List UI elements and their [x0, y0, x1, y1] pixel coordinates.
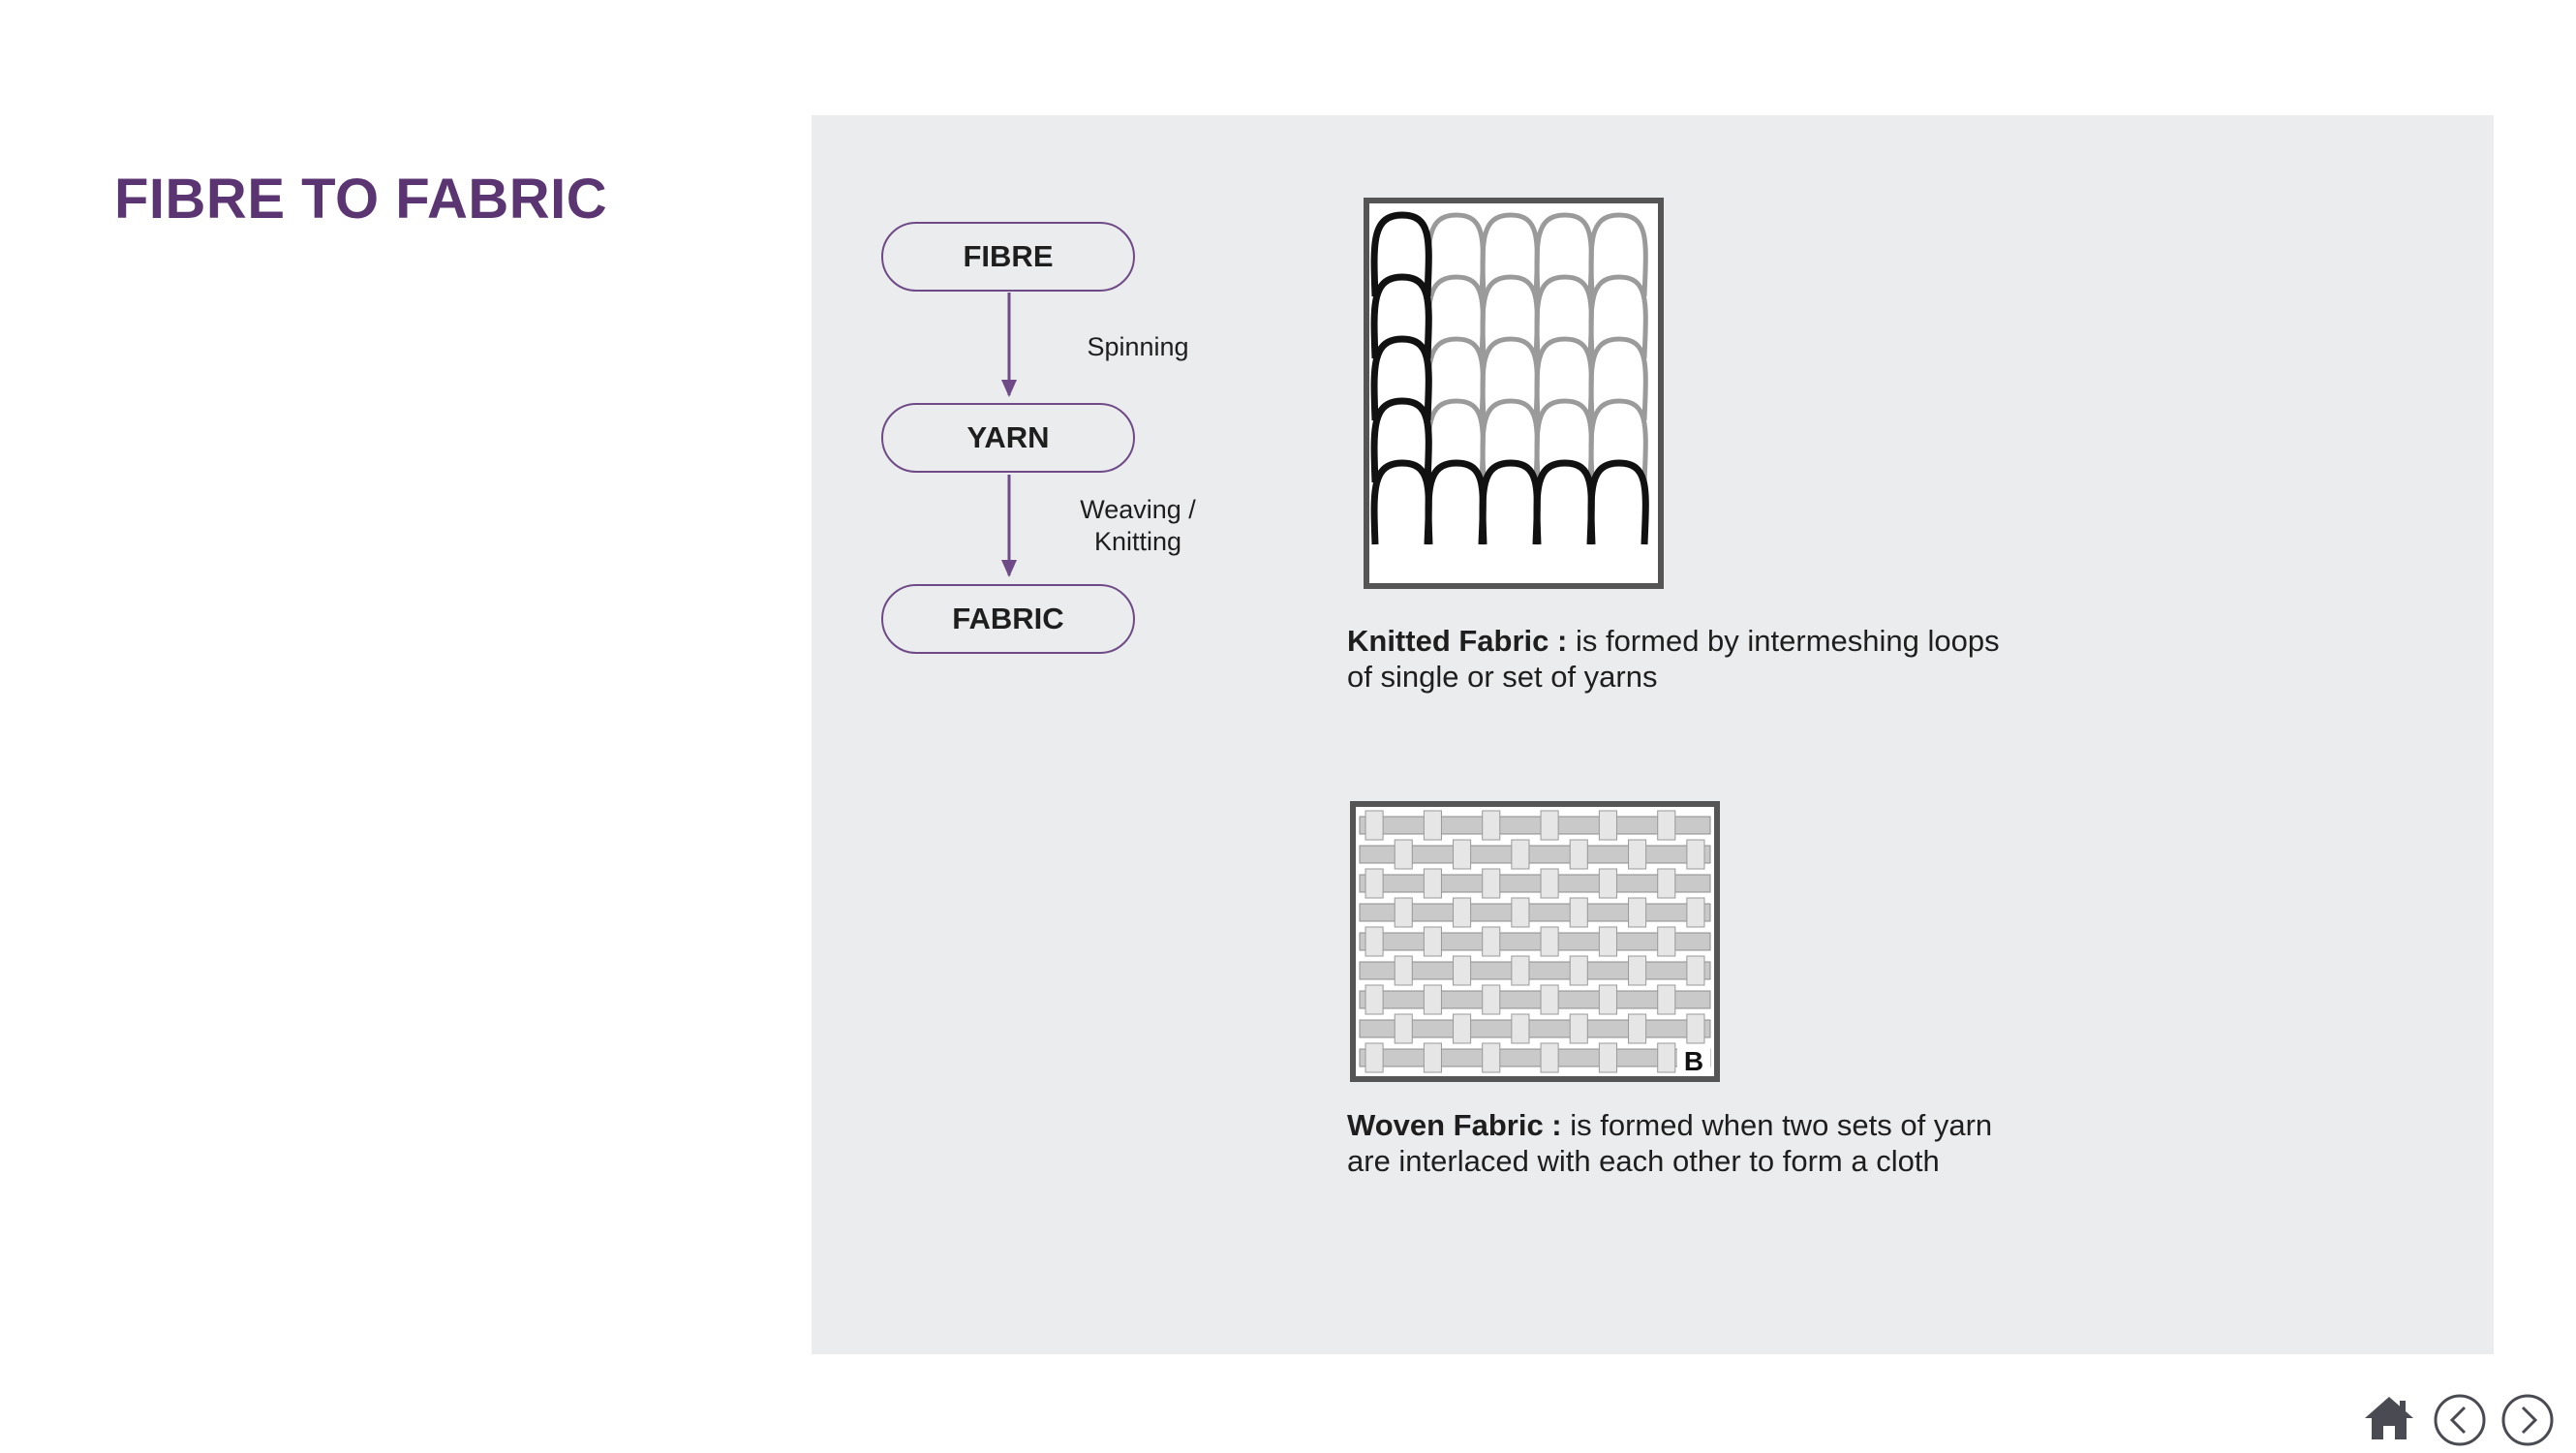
- warp-thread: [1394, 1013, 1413, 1044]
- warp-thread: [1423, 984, 1442, 1015]
- warp-thread: [1482, 1042, 1501, 1073]
- warp-thread: [1628, 839, 1647, 870]
- page-title: FIBRE TO FABRIC: [114, 168, 608, 231]
- woven-fabric-term: Woven Fabric :: [1347, 1108, 1562, 1142]
- warp-thread: [1511, 955, 1530, 986]
- warp-thread: [1686, 897, 1705, 928]
- warp-thread: [1394, 839, 1413, 870]
- woven-fabric-image: B: [1350, 801, 1720, 1082]
- warp-thread: [1598, 868, 1617, 899]
- warp-thread: [1423, 868, 1442, 899]
- knit-loop: [1588, 398, 1648, 483]
- process-spinning: Spinning: [1087, 332, 1189, 361]
- weft-thread: [1359, 903, 1711, 922]
- warp-thread: [1511, 897, 1530, 928]
- warp-thread: [1657, 868, 1676, 899]
- warp-thread: [1569, 955, 1588, 986]
- warp-thread: [1423, 926, 1442, 957]
- warp-thread: [1423, 810, 1442, 841]
- previous-icon[interactable]: [2433, 1393, 2487, 1447]
- warp-thread: [1453, 897, 1472, 928]
- knit-loop: [1588, 212, 1648, 297]
- weft-thread: [1359, 816, 1711, 835]
- knitted-fabric-description: Knitted Fabric : is formed by intermeshi…: [1347, 623, 2006, 695]
- warp-thread: [1394, 955, 1413, 986]
- warp-thread: [1482, 984, 1501, 1015]
- warp-thread: [1540, 868, 1559, 899]
- warp-thread: [1365, 984, 1384, 1015]
- weft-thread: [1359, 874, 1711, 893]
- warp-thread: [1394, 897, 1413, 928]
- warp-thread: [1598, 1042, 1617, 1073]
- knit-loop: [1370, 335, 1432, 421]
- warp-thread: [1365, 926, 1384, 957]
- warp-thread: [1686, 1013, 1705, 1044]
- weft-thread: [1359, 1019, 1711, 1038]
- warp-thread: [1628, 1013, 1647, 1044]
- warp-thread: [1686, 955, 1705, 986]
- knit-loop: [1370, 397, 1432, 483]
- warp-thread: [1569, 839, 1588, 870]
- knit-loop: [1588, 274, 1648, 359]
- warp-thread: [1657, 1042, 1676, 1073]
- next-icon[interactable]: [2500, 1393, 2555, 1447]
- warp-thread: [1482, 868, 1501, 899]
- process-weaving: Weaving /: [1080, 495, 1196, 524]
- warp-thread: [1657, 810, 1676, 841]
- process-knitting: Knitting: [1093, 527, 1182, 556]
- warp-thread: [1540, 926, 1559, 957]
- warp-thread: [1628, 897, 1647, 928]
- warp-thread: [1453, 839, 1472, 870]
- warp-thread: [1423, 1042, 1442, 1073]
- warp-thread: [1540, 984, 1559, 1015]
- warp-thread: [1540, 1042, 1559, 1073]
- warp-thread: [1365, 810, 1384, 841]
- process-weaving-knitting: Weaving / Knitting: [1056, 494, 1220, 558]
- warp-thread: [1628, 955, 1647, 986]
- flow-step-yarn: YARN: [881, 403, 1135, 473]
- warp-thread: [1598, 926, 1617, 957]
- knit-loop: [1587, 459, 1649, 545]
- warp-thread: [1598, 984, 1617, 1015]
- warp-thread: [1540, 810, 1559, 841]
- warp-thread: [1686, 839, 1705, 870]
- weft-thread: [1359, 961, 1711, 980]
- home-icon[interactable]: [2363, 1395, 2415, 1441]
- weft-thread: [1359, 990, 1711, 1009]
- warp-thread: [1598, 810, 1617, 841]
- knit-loop: [1370, 211, 1432, 297]
- flow-step-fibre: FIBRE: [881, 222, 1135, 292]
- flow-step-fabric: FABRIC: [881, 584, 1135, 654]
- warp-thread: [1365, 868, 1384, 899]
- warp-thread: [1657, 984, 1676, 1015]
- warp-thread: [1511, 1013, 1530, 1044]
- knitted-fabric-term: Knitted Fabric :: [1347, 624, 1568, 658]
- weft-thread: [1359, 932, 1711, 951]
- knitted-fabric-image: [1364, 198, 1664, 589]
- warp-thread: [1453, 1013, 1472, 1044]
- warp-thread: [1569, 1013, 1588, 1044]
- warp-thread: [1657, 926, 1676, 957]
- knit-loop: [1370, 273, 1432, 359]
- warp-thread: [1365, 1042, 1384, 1073]
- warp-thread: [1453, 955, 1472, 986]
- warp-thread: [1569, 897, 1588, 928]
- warp-thread: [1482, 926, 1501, 957]
- woven-image-letter: B: [1684, 1046, 1703, 1076]
- woven-fabric-description: Woven Fabric : is formed when two sets o…: [1347, 1107, 2006, 1179]
- knitted-fabric-text: is formed by intermeshing loops of singl…: [1347, 624, 2000, 694]
- knit-loop: [1588, 336, 1648, 421]
- woven-fabric-text: is formed when two sets of yarn are inte…: [1347, 1108, 1993, 1178]
- weft-thread: [1359, 845, 1711, 864]
- warp-thread: [1482, 810, 1501, 841]
- warp-thread: [1511, 839, 1530, 870]
